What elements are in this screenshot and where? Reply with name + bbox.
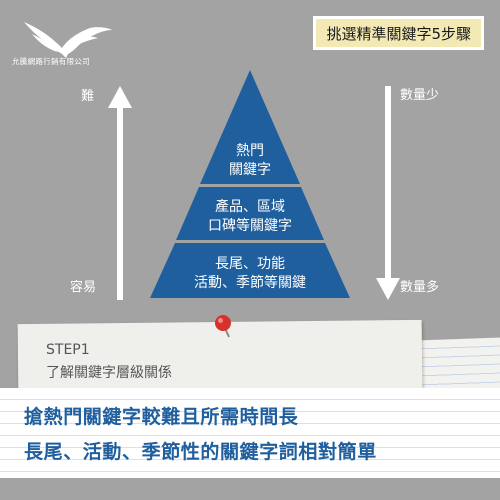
- arrow-up-icon: [108, 86, 132, 300]
- note-line-1: 搶熱門關鍵字較難且所需時間長: [24, 406, 299, 428]
- arrow-down-icon: [376, 86, 400, 300]
- pyramid-tier-top: [200, 70, 300, 184]
- push-pin-icon: [215, 315, 231, 338]
- eagle-logo-icon: [24, 22, 112, 58]
- company-name: 允騰網路行銷有限公司: [12, 57, 90, 66]
- step-title: 了解關鍵字層級關係: [46, 365, 172, 381]
- pyramid-tier-middle: [176, 187, 324, 240]
- title-badge: 挑選精準關鍵字5步驟: [313, 16, 484, 50]
- pyramid-level-2-text: 產品、區域 口碑等關鍵字: [208, 199, 292, 234]
- label-few: 數量少: [400, 88, 440, 103]
- step-number: STEP1: [46, 342, 90, 358]
- pyramid-level-1: 熱門 關鍵字: [200, 142, 300, 180]
- label-many: 數量多: [400, 280, 440, 295]
- pyramid-level-3-text: 長尾、功能 活動、季節等關鍵: [194, 256, 306, 291]
- pyramid-level-3: 長尾、功能 活動、季節等關鍵: [160, 255, 340, 293]
- label-hard: 難: [81, 89, 95, 104]
- pyramid-level-1-text: 熱門 關鍵字: [229, 143, 271, 178]
- pyramid-tier-bottom: [150, 243, 350, 298]
- note-line-2: 長尾、活動、季節性的關鍵字詞相對簡單: [24, 441, 377, 463]
- page-title: 挑選精準關鍵字5步驟: [326, 24, 471, 43]
- label-easy: 容易: [70, 280, 97, 295]
- pyramid-level-2: 產品、區域 口碑等關鍵字: [180, 198, 320, 236]
- note-panel: [0, 388, 500, 478]
- keyword-pyramid: [150, 70, 350, 298]
